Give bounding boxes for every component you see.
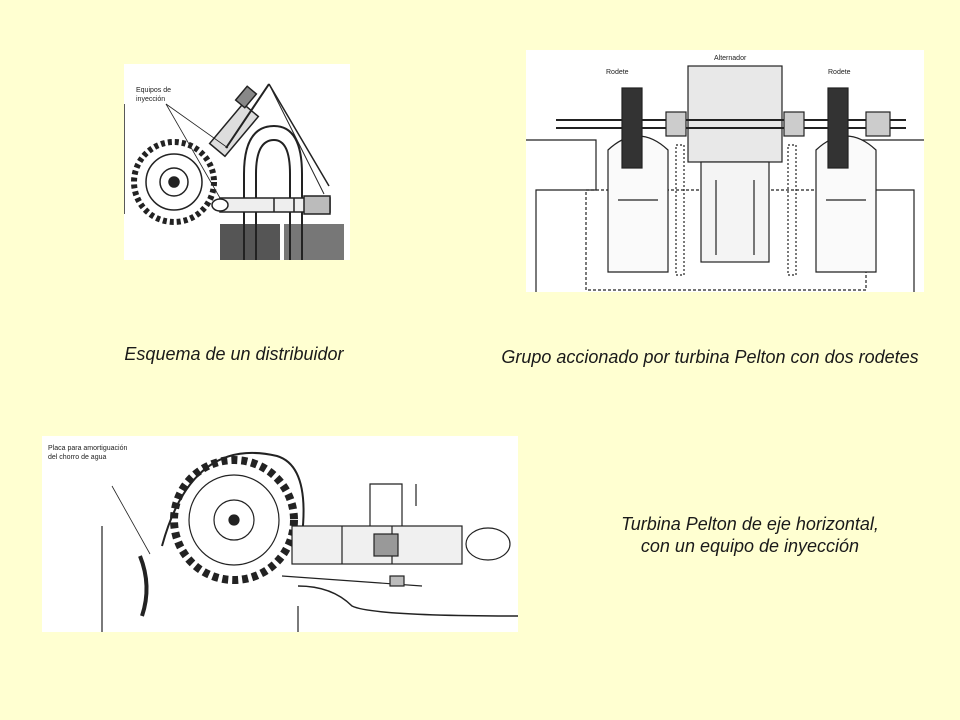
- horizontal-caption: Turbina Pelton de eje horizontal, con un…: [560, 513, 940, 557]
- injection-label-line1: Equipos de: [136, 87, 171, 94]
- damping-plate-label-line2: del chorro de agua: [48, 454, 106, 461]
- distributor-drawing: Equipos de inyección: [124, 83, 344, 260]
- runner-right-label: Rodete: [828, 69, 851, 76]
- damping-plate-label-line1: Placa para amortiguación: [48, 445, 127, 452]
- distributor-diagram: Equipos de inyección: [124, 64, 350, 260]
- runner-left-label: Rodete: [606, 69, 629, 76]
- group-drawing: Alternador Rodete Rodete: [526, 55, 924, 292]
- horizontal-drawing: Placa para amortiguación del chorro de a…: [48, 445, 518, 632]
- alternator-label: Alternador: [714, 55, 747, 62]
- injection-label-line2: inyección: [136, 96, 165, 103]
- group-caption: Grupo accionado por turbina Pelton con d…: [501, 347, 919, 367]
- two-runner-group-diagram: Alternador Rodete Rodete: [526, 50, 924, 292]
- distributor-caption: Esquema de un distribuidor: [124, 344, 344, 364]
- horizontal-pelton-diagram: Placa para amortiguación del chorro de a…: [42, 436, 518, 632]
- horizontal-caption-line1: Turbina Pelton de eje horizontal,: [621, 514, 879, 534]
- horizontal-caption-line2: con un equipo de inyección: [640, 536, 860, 556]
